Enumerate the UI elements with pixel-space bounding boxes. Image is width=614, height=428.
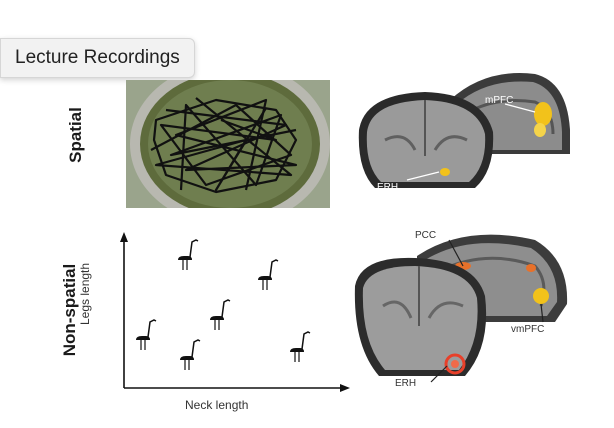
water-maze-trajectory-image — [126, 80, 330, 208]
label-vmpfc: vmPFC — [511, 324, 544, 335]
bird-icon — [179, 339, 201, 371]
label-erh-spatial: ERH — [377, 182, 398, 193]
bird-icon — [135, 319, 157, 351]
brain-scan-spatial: mPFC ERH — [355, 70, 575, 198]
row-label-spatial: Spatial — [66, 107, 85, 163]
bird-icon — [209, 299, 231, 331]
tooltip-text: Lecture Recordings — [15, 47, 180, 68]
label-mpfc: mPFC — [485, 95, 513, 106]
y-axis-label: Legs length — [78, 262, 92, 325]
row-label-nonspatial: Non-spatial — [60, 263, 79, 357]
bird-feature-space-plot — [110, 232, 350, 392]
brain-scan-nonspatial: PCC vmPFC ERH — [345, 226, 575, 404]
bird-icon — [177, 239, 199, 271]
bird-icon — [257, 259, 279, 291]
lecture-recordings-tooltip: Lecture Recordings — [0, 38, 195, 78]
label-pcc: PCC — [415, 230, 436, 241]
x-axis-label: Neck length — [185, 398, 249, 412]
label-erh-nonspatial: ERH — [395, 378, 416, 389]
bird-icon — [289, 331, 311, 363]
